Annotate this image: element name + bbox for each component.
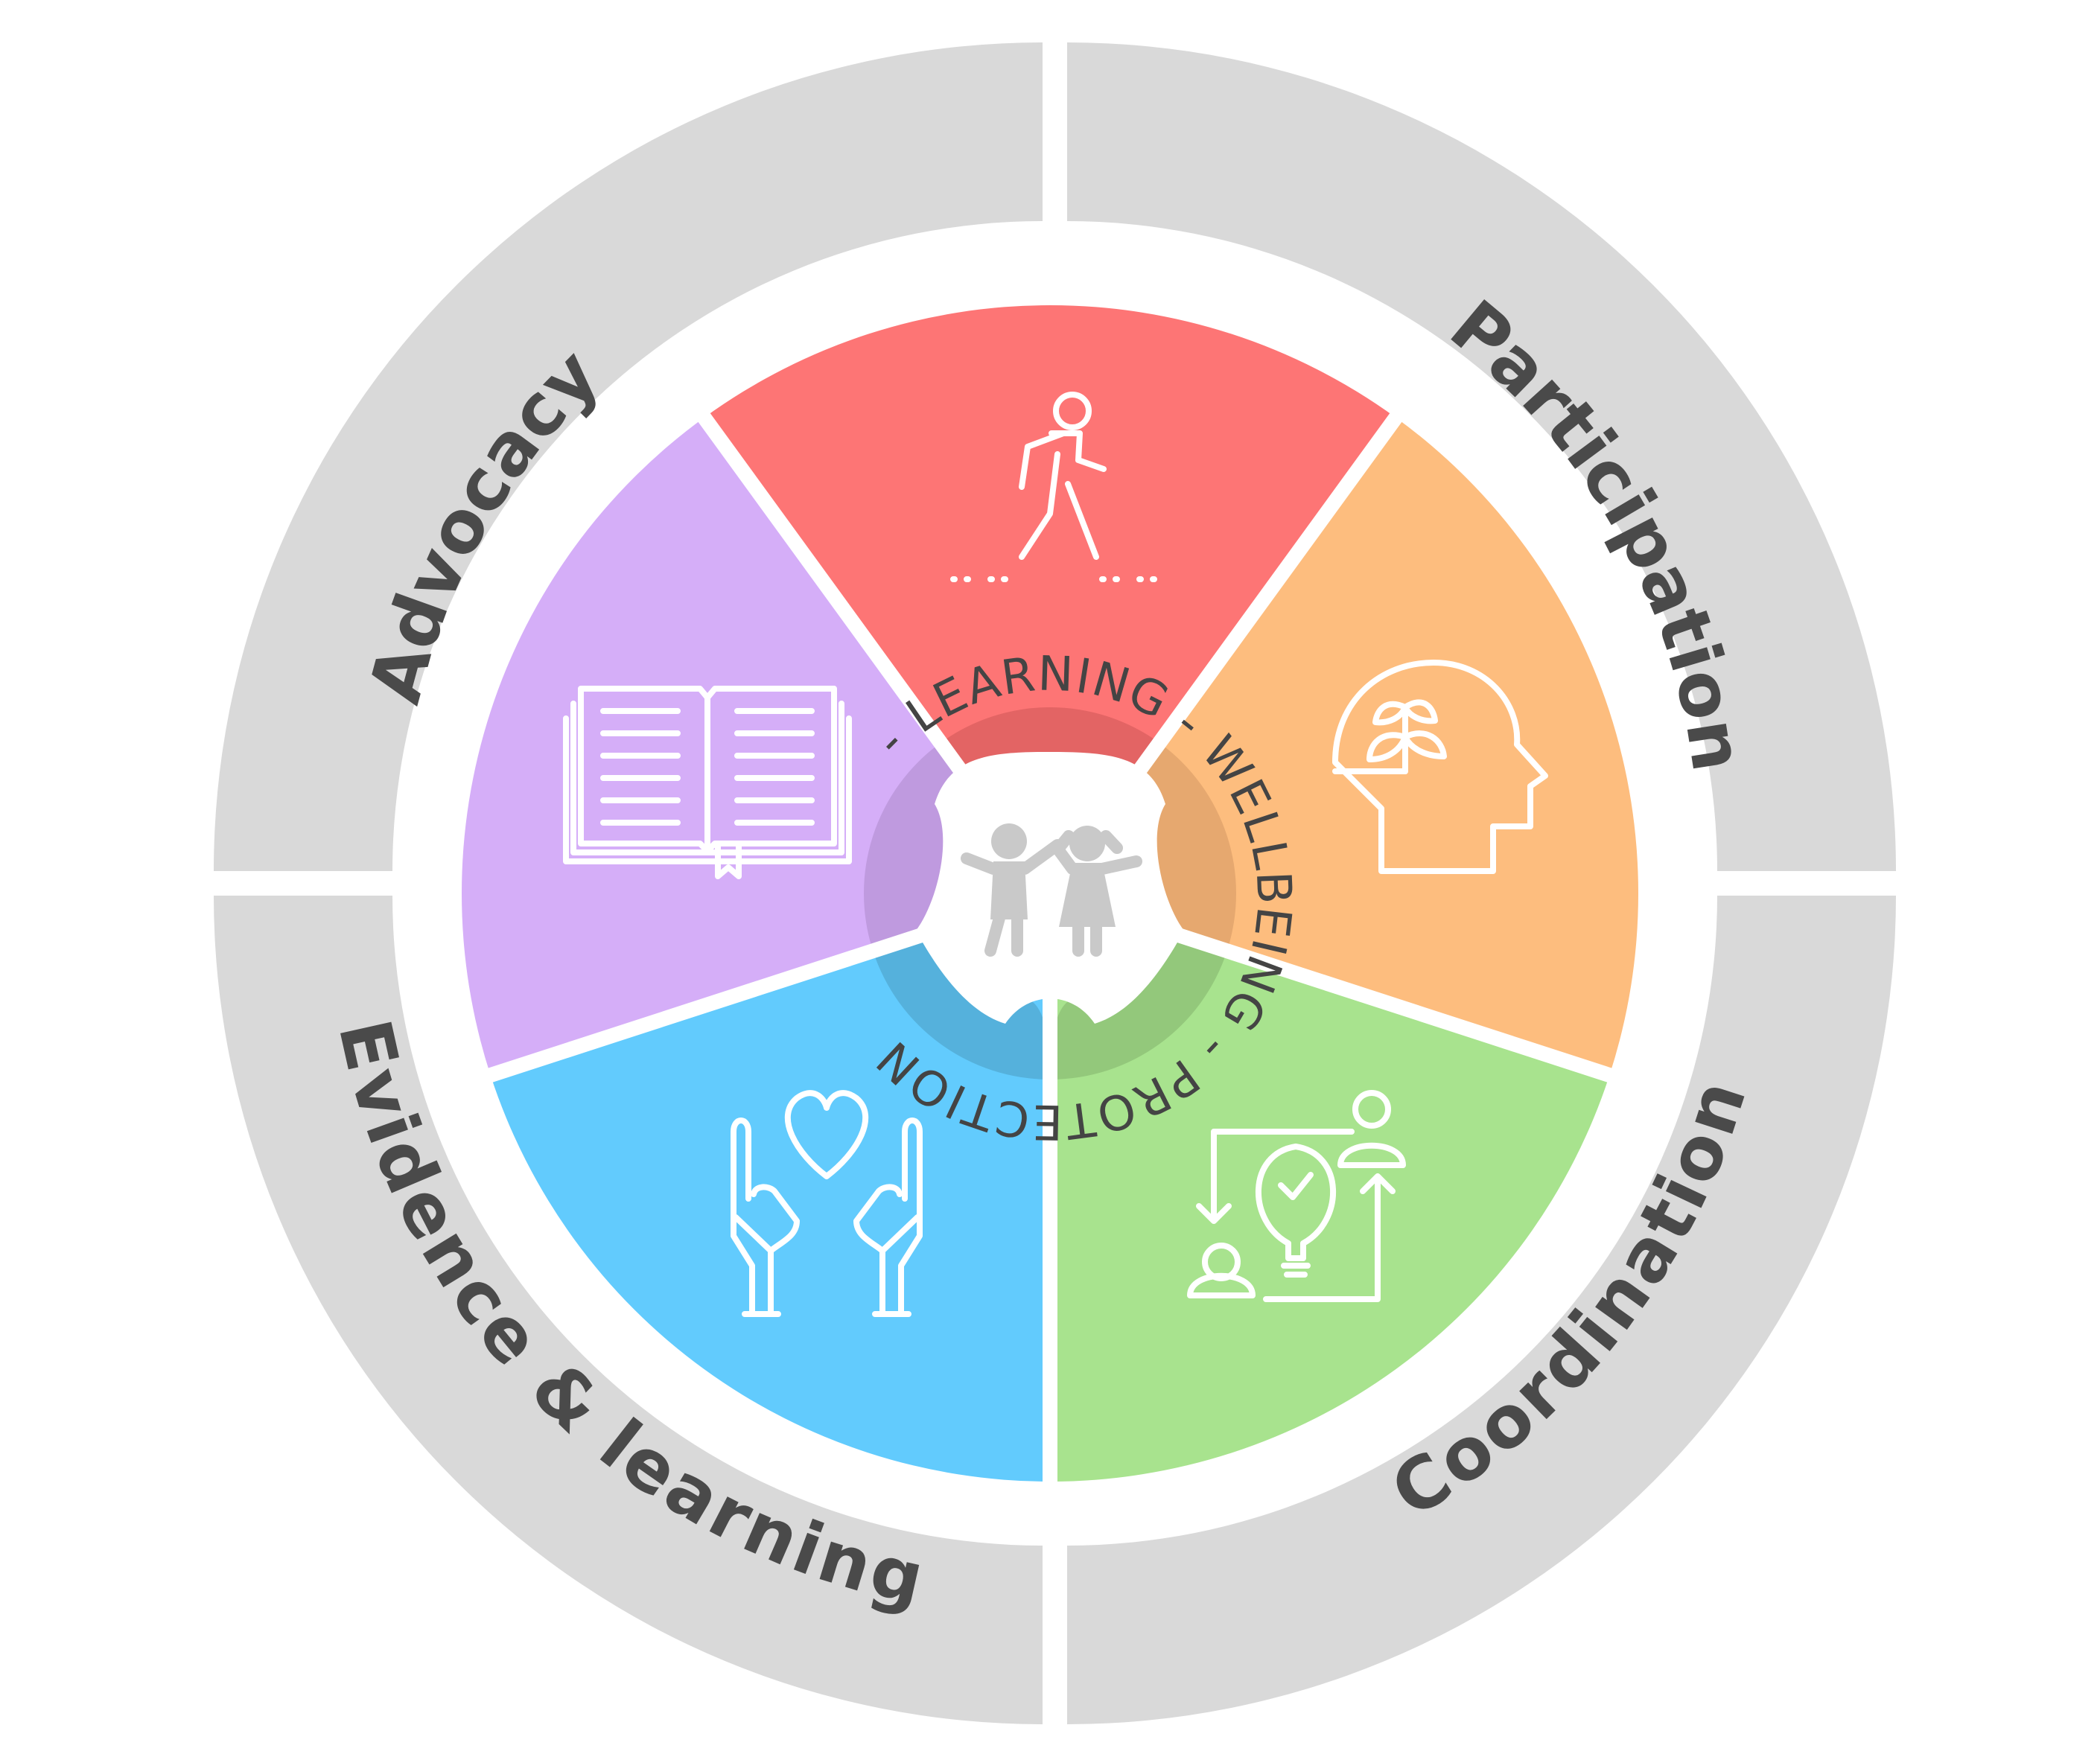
segment-teamwork	[1050, 893, 1610, 1482]
walking-person-icon	[950, 392, 1165, 582]
outer-ring	[214, 42, 1896, 1724]
lobe-care	[873, 938, 1050, 1080]
outer-quadrant-top-right	[1067, 42, 1896, 871]
center-hub	[916, 752, 1184, 1024]
people-lightbulb-cycle-icon	[1187, 1090, 1406, 1302]
outer-quadrant-bottom-left	[214, 896, 1043, 1724]
segment-walking	[704, 305, 1396, 893]
head-with-plant-icon	[1332, 660, 1548, 874]
hands-heart-icon	[731, 1090, 923, 1317]
lobe-teamwork	[1050, 938, 1227, 1080]
two-children-icon	[961, 823, 1142, 957]
outer-quadrant-bottom-right	[1067, 896, 1896, 1724]
outer-quadrant-top-left	[214, 42, 1043, 871]
open-book-icon	[563, 686, 852, 879]
